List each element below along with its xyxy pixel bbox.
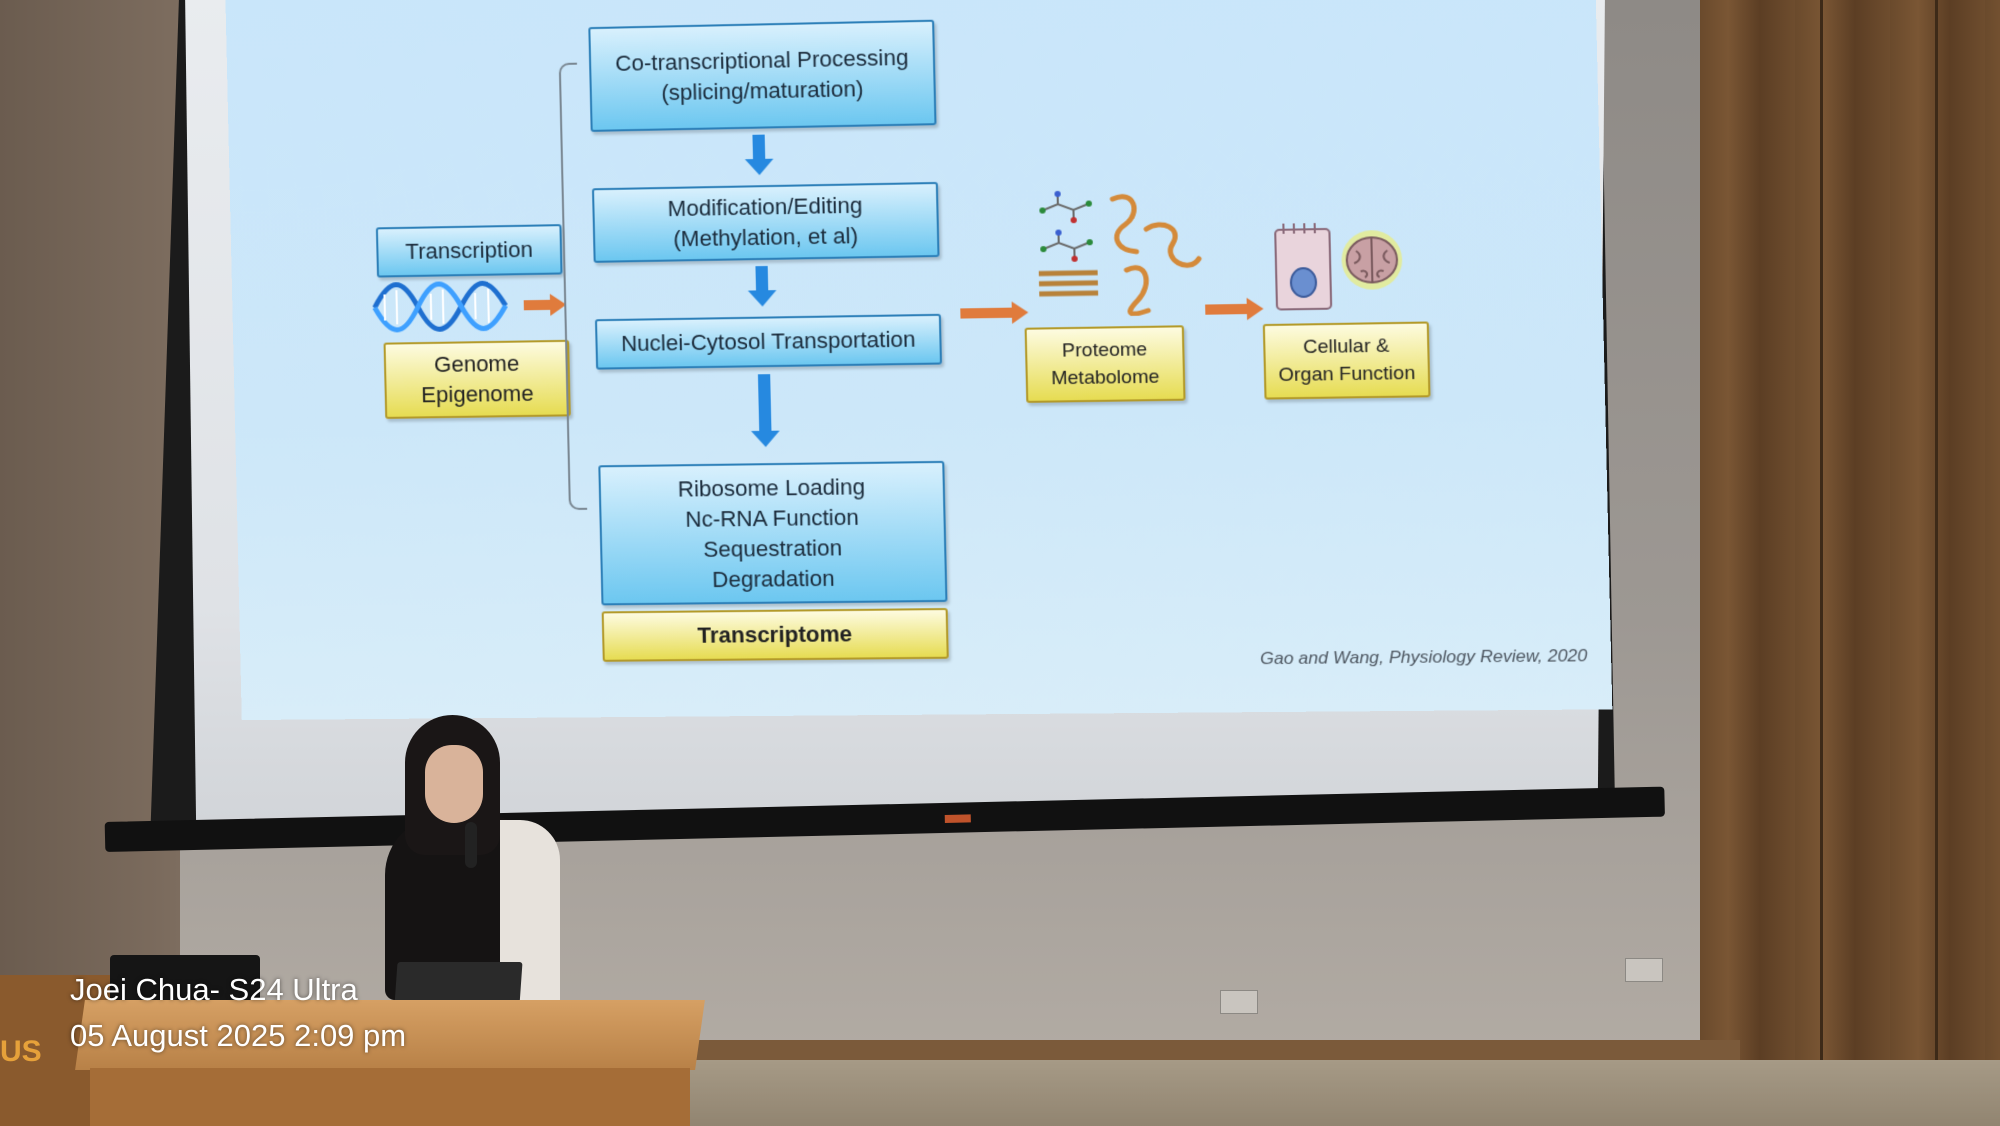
- projected-slide: Transcription Genome Epigenome Co-transc…: [225, 0, 1612, 720]
- watermark-datetime: 05 August 2025 2:09 pm: [70, 1018, 406, 1054]
- modification-box: Modification/Editing (Methylation, et al…: [592, 182, 940, 263]
- genome-epigenome-box: Genome Epigenome: [384, 340, 571, 419]
- cellular-organ-box: Cellular & Organ Function: [1263, 321, 1431, 399]
- transcriptome-box: Transcriptome: [602, 608, 949, 662]
- transcription-box: Transcription: [376, 224, 563, 277]
- skirting-board: [640, 1040, 1740, 1062]
- co-transcriptional-box: Co-transcriptional Processing (splicing/…: [588, 20, 936, 132]
- carpet-floor: [640, 1060, 2000, 1126]
- dna-helix-icon: [372, 280, 509, 332]
- slide-citation: Gao and Wang, Physiology Review, 2020: [1260, 646, 1588, 669]
- podium-front: [90, 1068, 690, 1126]
- panel-seam: [1820, 0, 1823, 1126]
- ribosome-box: Ribosome Loading Nc-RNA Function Sequest…: [598, 461, 947, 605]
- wood-panel-wall: [1700, 0, 2000, 1126]
- watermark-device: Joei Chua- S24 Ultra: [70, 972, 358, 1008]
- speaker-face: [425, 745, 483, 823]
- brain-icon: [1339, 228, 1405, 293]
- screen-bar-mark: [945, 814, 971, 823]
- cell-icon: [1271, 221, 1336, 314]
- proteome-metabolome-box: Proteome Metabolome: [1025, 325, 1186, 403]
- wall-outlet: [1220, 990, 1258, 1014]
- wall-outlet: [1625, 958, 1663, 982]
- transport-box: Nuclei-Cytosol Transportation: [595, 314, 942, 370]
- podium-logo: US: [0, 1035, 42, 1069]
- panel-seam: [1935, 0, 1938, 1126]
- bracket: [559, 63, 587, 510]
- molecule-icon: [1032, 187, 1211, 317]
- microphone: [465, 822, 477, 868]
